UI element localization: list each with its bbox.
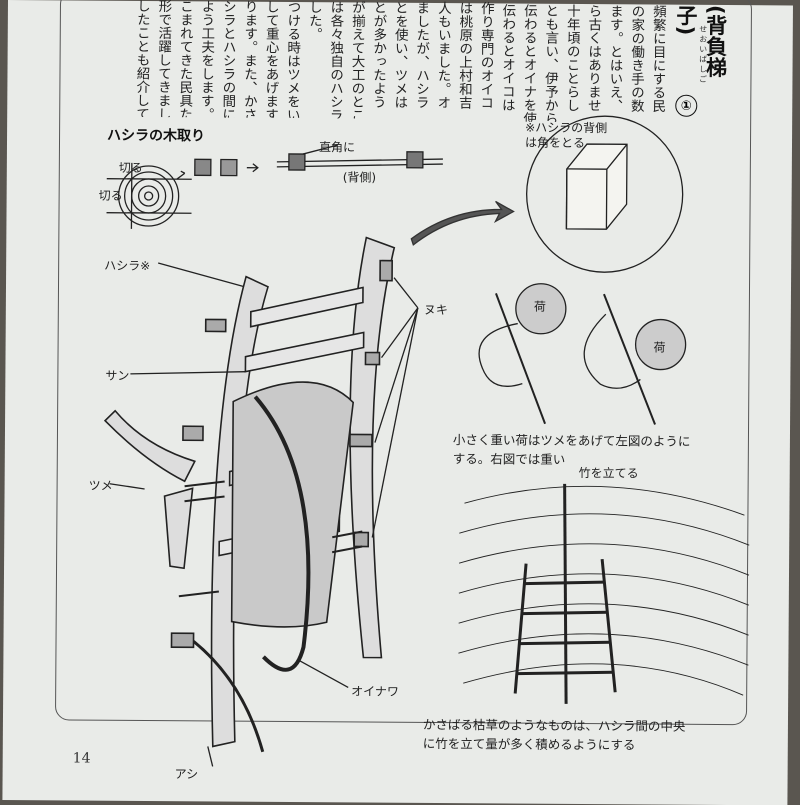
caption-heavy-load: 小さく重い荷はツメをあげて左図のように する。右図では重い (453, 430, 691, 470)
caption-bulky-grass: かさばる枯草のようなものは、ハシラ間の中央 に竹を立て量が多く積めるようにする (423, 715, 686, 755)
label-chokkaku: 直角に (319, 138, 355, 155)
page-number: 14 (73, 750, 91, 766)
label-ashi: アシ (175, 765, 199, 782)
seoi-bashigo-illustration (103, 236, 395, 753)
label-tsume: ツメ (89, 477, 113, 494)
label-hashira: ハシラ※ (104, 257, 150, 274)
label-hashira-note: ※ハシラの背側 は角をとる (525, 121, 607, 152)
label-seigawa: (背側) (343, 168, 376, 185)
load-diagram-left (479, 283, 566, 424)
label-ni-2: 荷 (654, 339, 666, 356)
label-nuki: ヌキ (424, 301, 448, 318)
grass-pile-illustration (458, 483, 750, 705)
label-san: サン (105, 367, 129, 384)
label-ni-1: 荷 (534, 298, 546, 315)
load-diagram-right (584, 294, 686, 425)
label-kiru-2: 切る (99, 187, 123, 204)
label-kiru-1: 切る (119, 159, 143, 176)
label-oinawa: オイナワ (351, 682, 399, 699)
